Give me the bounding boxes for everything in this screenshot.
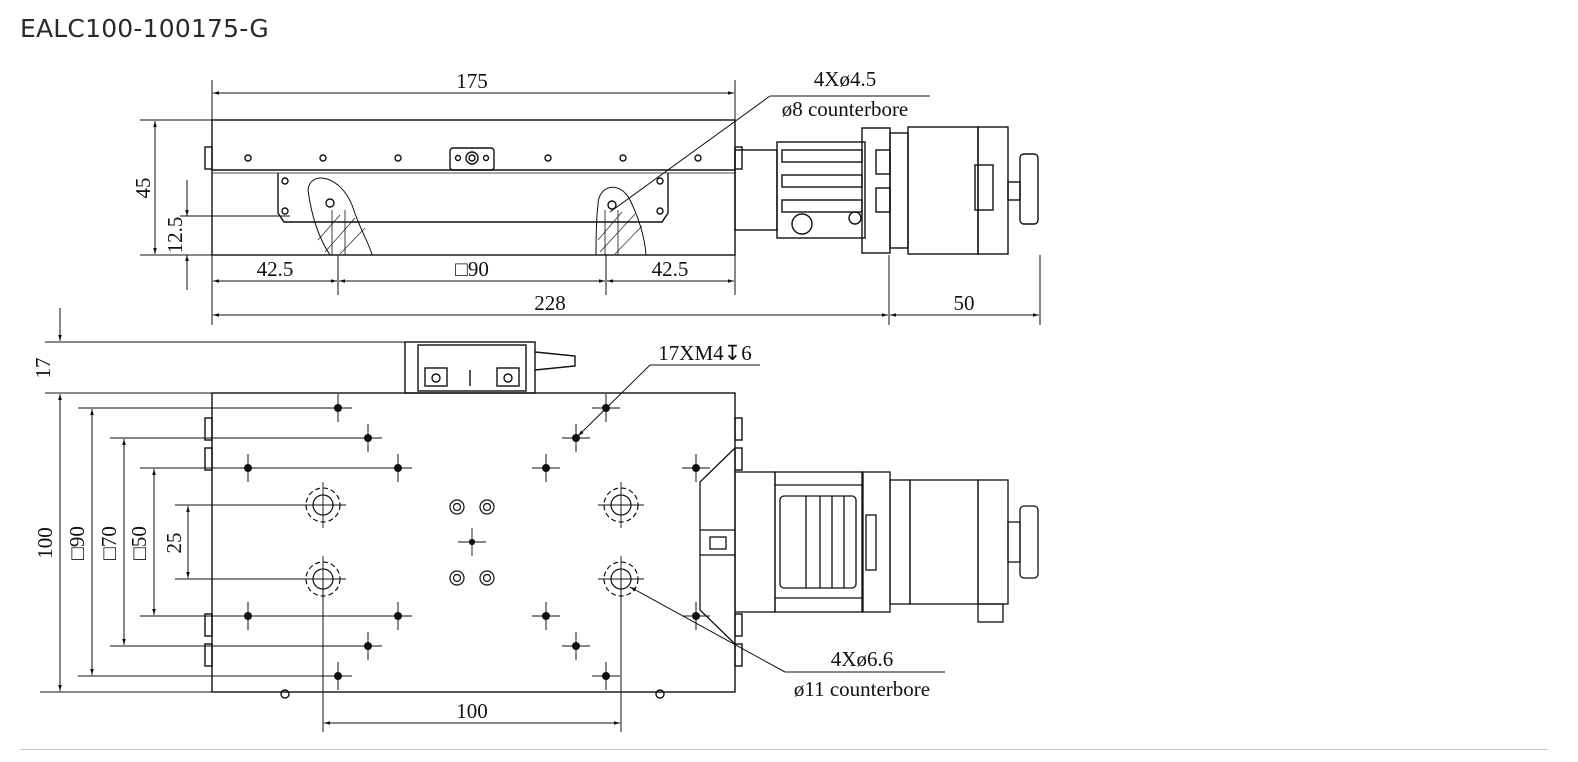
- dim-12-5: 12.5: [163, 217, 187, 254]
- dim-sq90-side: □90: [455, 257, 489, 281]
- callout-17xm4: 17XM4↧6: [658, 341, 751, 365]
- dim-50: 50: [954, 291, 975, 315]
- callout-11-counterbore: ø11 counterbore: [794, 677, 930, 701]
- dim-42-5-right: 42.5: [652, 257, 689, 281]
- dim-100-vertical: 100: [33, 527, 57, 559]
- counterbore-holes: [300, 482, 644, 602]
- dim-100-horizontal: 100: [456, 699, 488, 723]
- dim-25: 25: [162, 533, 186, 554]
- dim-sq90: □90: [65, 526, 89, 560]
- dim-228: 228: [534, 291, 566, 315]
- dim-sq50: □50: [127, 526, 151, 560]
- drawing-title: EALC100-100175-G: [20, 14, 269, 43]
- dim-175: 175: [456, 69, 488, 93]
- dim-45: 45: [131, 178, 155, 199]
- dim-42-5-left: 42.5: [257, 257, 294, 281]
- callout-4x-4-5: 4Xø4.5: [814, 67, 876, 91]
- footer-divider: [20, 749, 1548, 750]
- callout-8-counterbore: ø8 counterbore: [782, 97, 909, 121]
- plan-view: [40, 308, 743, 732]
- dim-17: 17: [31, 358, 55, 379]
- callout-4x-6-6: 4Xø6.6: [831, 647, 893, 671]
- dim-sq70: □70: [97, 526, 121, 560]
- motor-assembly: [699, 447, 1039, 645]
- side-view: [140, 80, 1041, 325]
